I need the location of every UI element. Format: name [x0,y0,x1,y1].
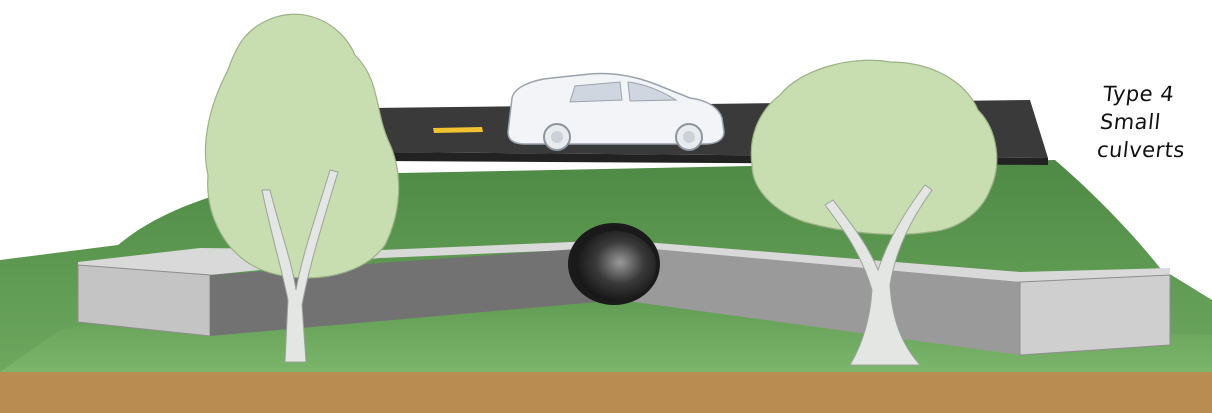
soil-layer [0,372,1212,413]
car-wheel-front-hub [683,131,695,143]
culvert-pipe-opening [576,231,656,301]
caption-line-culverts: culverts [1096,136,1211,164]
road-center-line [433,127,483,133]
right-wingwall-front [1020,275,1170,355]
diagram-caption: Type 4 Small culverts [1096,80,1212,164]
car-wheel-rear-hub [551,131,563,143]
tree-icon [205,14,398,278]
caption-line-type: Type 4 [1101,80,1212,108]
tree-icon [751,60,997,234]
car-icon [508,74,724,151]
caption-line-small: Small [1099,108,1212,136]
